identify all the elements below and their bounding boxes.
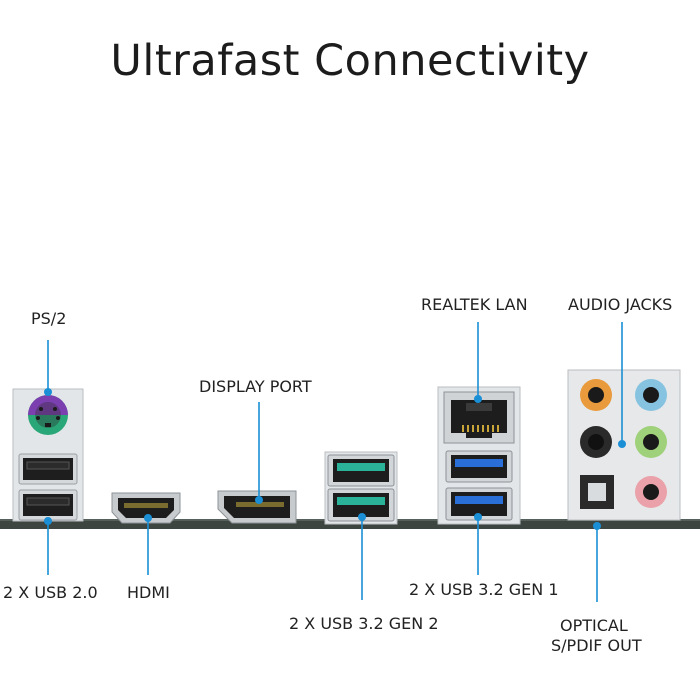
usb32-gen1-port-bottom bbox=[445, 487, 513, 521]
label-displayport: DISPLAY PORT bbox=[199, 377, 312, 396]
audio-jack-block bbox=[567, 369, 681, 521]
usb32-gen1-port-top bbox=[445, 450, 513, 483]
label-usb32-gen1: 2 X USB 3.2 GEN 1 bbox=[409, 580, 559, 599]
ps2-port bbox=[28, 395, 68, 435]
label-ps2: PS/2 bbox=[31, 309, 67, 328]
audio-jack-black bbox=[580, 426, 612, 458]
label-realtek-lan: REALTEK LAN bbox=[421, 295, 528, 314]
callout-lines bbox=[44, 322, 626, 602]
audio-jack-orange bbox=[580, 379, 612, 411]
label-spdif-out: S/PDIF OUT bbox=[551, 636, 642, 655]
page-title: Ultrafast Connectivity bbox=[110, 36, 590, 86]
usb2-port-top bbox=[18, 453, 78, 485]
label-usb20: 2 X USB 2.0 bbox=[3, 583, 98, 602]
usb32-gen2-port-bottom bbox=[327, 488, 395, 522]
audio-jack-blue bbox=[635, 379, 667, 411]
hdmi-port bbox=[111, 492, 181, 524]
label-usb32-gen2: 2 X USB 3.2 GEN 2 bbox=[289, 614, 439, 633]
audio-jack-green bbox=[635, 426, 667, 458]
label-audio-jacks: AUDIO JACKS bbox=[568, 295, 673, 314]
label-optical: OPTICAL bbox=[560, 616, 628, 635]
usb32-gen2-port-top bbox=[327, 454, 395, 487]
audio-jack-pink bbox=[635, 476, 667, 508]
optical-spdif-port bbox=[580, 475, 614, 509]
lan-usb32-gen1-port-stack bbox=[437, 386, 521, 525]
displayport-port bbox=[217, 490, 297, 524]
usb32-gen2-port-stack bbox=[324, 451, 398, 525]
ps2-usb2-port-stack bbox=[12, 388, 84, 522]
label-hdmi: HDMI bbox=[127, 583, 170, 602]
usb2-port-bottom bbox=[18, 489, 78, 521]
